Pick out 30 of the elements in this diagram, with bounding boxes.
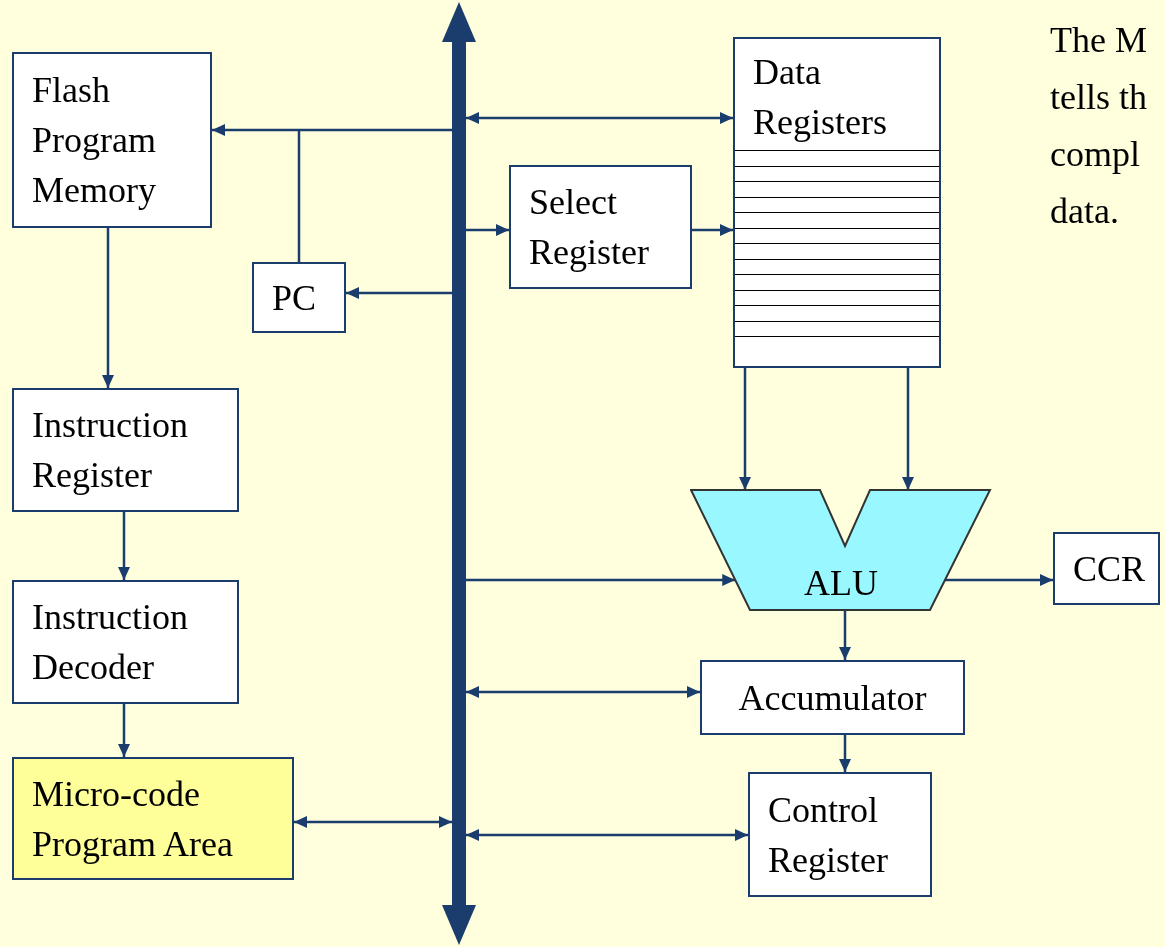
bus-bar [441, 2, 477, 945]
block-box: Instruction Decoder [12, 580, 239, 704]
arrow [466, 686, 700, 698]
block-box: Instruction Register [12, 388, 239, 512]
arrow [466, 829, 748, 841]
arrow [839, 610, 851, 660]
arrow [902, 368, 914, 490]
block-box: Select Register [509, 165, 692, 289]
block-box: Flash Program Memory [12, 52, 212, 228]
arrow [118, 704, 130, 757]
block-box: PC [252, 262, 346, 333]
block-box: CCR [1053, 532, 1160, 605]
block-box: Micro-code Program Area [12, 757, 294, 880]
arrow [346, 287, 452, 299]
arrow [839, 735, 851, 772]
arrow [739, 368, 751, 490]
arrow [118, 512, 130, 580]
register-file-box: Data Registers [733, 37, 941, 368]
alu-block: ALU [690, 488, 992, 612]
arrow [466, 112, 733, 124]
arrow [102, 228, 114, 388]
block-box: Accumulator [700, 660, 965, 735]
arrow [466, 224, 509, 236]
block-box: Control Register [748, 772, 932, 897]
arrow [212, 124, 299, 136]
note-text: The M tells th compl data. [1050, 19, 1148, 233]
arrow [945, 574, 1053, 586]
arrow [466, 574, 736, 586]
arrow [294, 816, 452, 828]
arrow [692, 224, 733, 236]
